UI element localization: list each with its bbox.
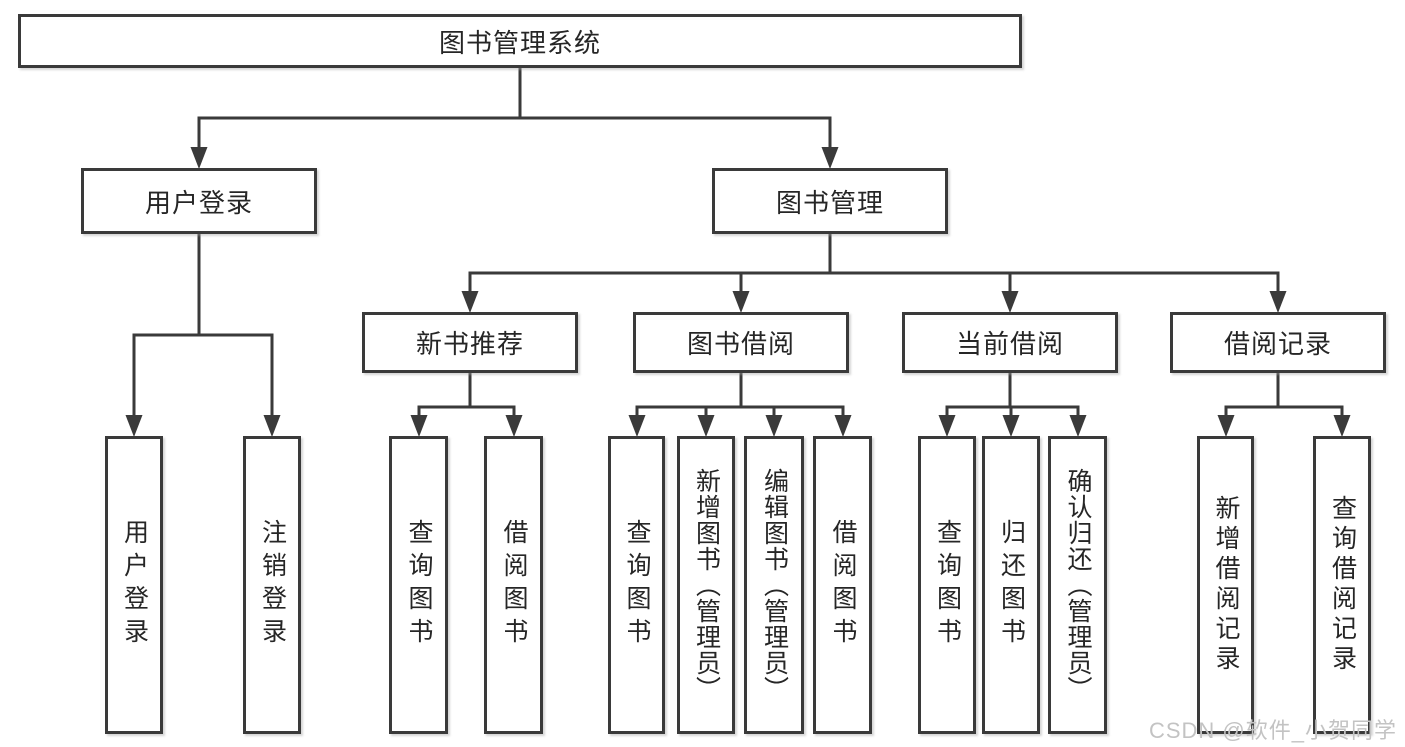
- leaf-borrow-books-recommend: 借阅图书: [484, 436, 543, 734]
- leaf-label: 借阅图书: [500, 519, 528, 651]
- leaf-label: 新增图书（管理员）: [692, 468, 721, 702]
- node-book-management-system: 图书管理系统: [18, 14, 1022, 68]
- leaf-label: 查询图书: [405, 519, 433, 651]
- leaf-add-borrow-record: 新增借阅记录: [1197, 436, 1254, 734]
- leaf-query-books-current: 查询图书: [918, 436, 976, 734]
- leaf-label: 编辑图书（管理员）: [760, 468, 789, 702]
- leaf-label: 查询借阅记录: [1328, 495, 1357, 675]
- leaf-add-book-admin: 新增图书（管理员）: [677, 436, 735, 734]
- leaf-label: 确认归还（管理员）: [1064, 468, 1092, 702]
- leaf-return-books: 归还图书: [982, 436, 1040, 734]
- leaf-query-books-borrowing: 查询图书: [608, 436, 665, 734]
- leaf-user-login: 用户登录: [105, 436, 163, 734]
- node-user-login: 用户登录: [81, 168, 317, 234]
- node-borrowing-records: 借阅记录: [1170, 312, 1386, 373]
- csdn-watermark: CSDN @软件_小贺同学: [1148, 718, 1397, 743]
- leaf-label: 新增借阅记录: [1212, 495, 1240, 675]
- leaf-confirm-return-admin: 确认归还（管理员）: [1048, 436, 1107, 734]
- leaf-label: 查询图书: [933, 519, 962, 651]
- leaf-label: 归还图书: [997, 519, 1026, 651]
- leaf-label: 借阅图书: [829, 519, 857, 651]
- node-current-borrowing: 当前借阅: [902, 312, 1118, 373]
- leaf-label: 查询图书: [623, 519, 651, 651]
- leaf-edit-book-admin: 编辑图书（管理员）: [744, 436, 804, 734]
- leaf-label: 注销登录: [258, 519, 287, 651]
- node-book-borrowing: 图书借阅: [633, 312, 849, 373]
- leaf-borrow-books-borrowing: 借阅图书: [813, 436, 872, 734]
- node-new-book-recommendation: 新书推荐: [362, 312, 578, 373]
- leaf-logout: 注销登录: [243, 436, 301, 734]
- leaf-label: 用户登录: [120, 519, 149, 651]
- node-book-management: 图书管理: [712, 168, 948, 234]
- leaf-query-books-recommend: 查询图书: [389, 436, 448, 734]
- leaf-query-borrow-record: 查询借阅记录: [1313, 436, 1371, 734]
